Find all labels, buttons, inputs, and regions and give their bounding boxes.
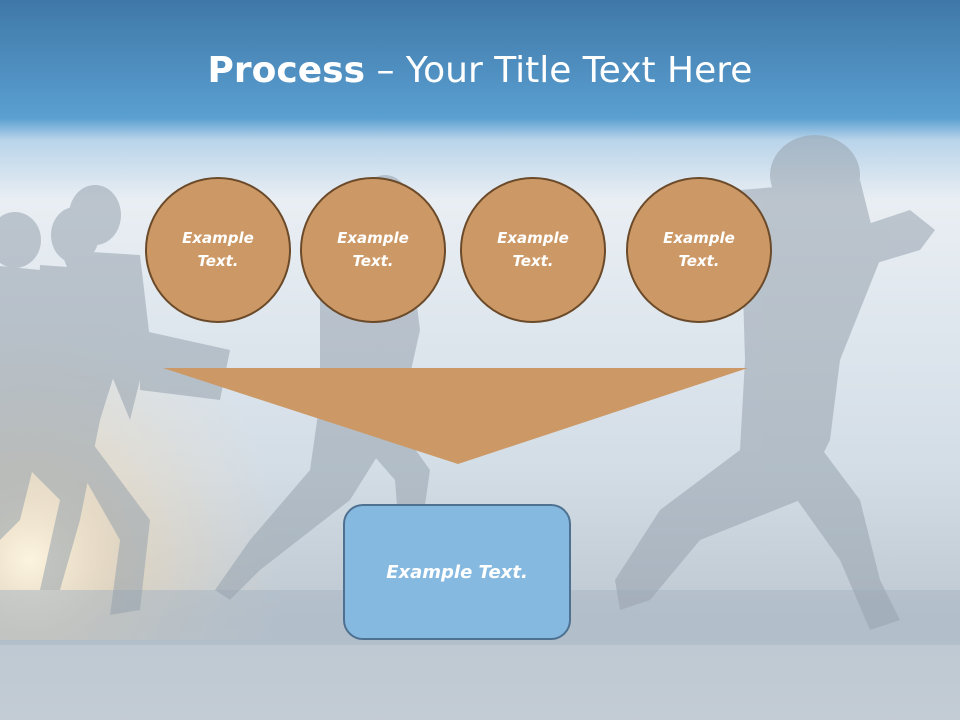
runners-silhouette — [0, 135, 935, 630]
circle-label-3: Example Text. — [497, 229, 569, 270]
result-box-label: Example Text. — [386, 561, 528, 583]
process-step-circle-4: Example Text. — [626, 177, 772, 323]
process-step-circle-2: Example Text. — [300, 177, 446, 323]
process-step-circle-3: Example Text. — [460, 177, 606, 323]
title-rest: – Your Title Text Here — [365, 50, 753, 91]
circle-label-1: Example Text. — [182, 229, 254, 270]
process-step-circle-1: Example Text. — [145, 177, 291, 323]
result-box: Example Text. — [343, 504, 571, 640]
funnel-triangle — [163, 368, 748, 464]
circle-label-2: Example Text. — [337, 229, 409, 270]
title-bold: Process — [207, 50, 366, 91]
circle-label-4: Example Text. — [663, 229, 735, 270]
slide-title: Process – Your Title Text Here — [0, 50, 960, 91]
